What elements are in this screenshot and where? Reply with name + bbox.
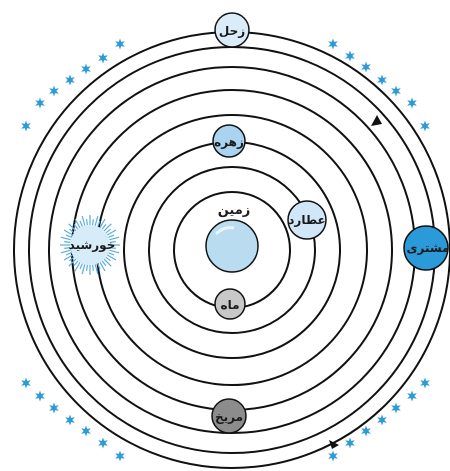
six-point-star-icon	[49, 86, 59, 97]
sun-ray	[106, 229, 111, 233]
six-point-star-icon	[65, 415, 75, 426]
six-point-star-icon	[345, 438, 355, 449]
mars: مریخ	[212, 399, 246, 433]
sun-ray	[109, 235, 115, 237]
six-point-star-icon	[81, 426, 91, 437]
sun-ray	[66, 253, 72, 255]
mars-label: مریخ	[215, 410, 243, 424]
sun-label: خورشید	[69, 238, 116, 253]
six-point-star-icon	[35, 98, 45, 109]
sun-ray	[87, 219, 88, 225]
earth: زمین	[206, 203, 258, 272]
six-point-star-icon	[391, 86, 401, 97]
sun: خورشید	[60, 215, 120, 275]
six-point-star-icon	[98, 438, 108, 449]
six-point-star-icon	[65, 75, 75, 86]
sun-ray	[106, 257, 111, 261]
sun-ray	[66, 235, 72, 237]
saturn-label: زحل	[219, 24, 245, 38]
six-point-star-icon	[328, 39, 338, 50]
arrowhead-icon	[371, 115, 382, 126]
six-point-star-icon	[81, 64, 91, 75]
moon-label: ماه	[220, 298, 239, 312]
six-point-star-icon	[115, 451, 125, 462]
sun-ray	[109, 253, 115, 255]
sun-ray	[74, 261, 78, 266]
mercury-label: عطارد	[288, 213, 325, 227]
six-point-star-icon	[98, 53, 108, 64]
venus-label: زهره	[214, 135, 244, 149]
mercury: عطارد	[288, 201, 326, 239]
sun-ray	[87, 265, 88, 271]
six-point-star-icon	[420, 378, 430, 389]
six-point-star-icon	[420, 121, 430, 132]
six-point-star-icon	[377, 75, 387, 86]
six-point-star-icon	[345, 51, 355, 62]
six-point-star-icon	[391, 403, 401, 414]
six-point-star-icon	[115, 39, 125, 50]
sun-ray	[95, 216, 98, 226]
six-point-star-icon	[21, 121, 31, 132]
six-point-star-icon	[49, 403, 59, 414]
sun-ray	[102, 224, 106, 229]
six-point-star-icon	[361, 62, 371, 73]
six-point-star-icon	[361, 426, 371, 437]
saturn: زحل	[215, 13, 249, 47]
six-point-star-icon	[35, 391, 45, 402]
six-point-star-icon	[21, 378, 31, 389]
sun-ray	[82, 216, 85, 226]
six-point-star-icon	[377, 415, 387, 426]
sun-ray	[74, 224, 78, 229]
earth-label: زمین	[218, 203, 251, 218]
venus: زهره	[213, 125, 245, 157]
six-point-star-icon	[407, 391, 417, 402]
sun-ray	[102, 261, 106, 266]
sun-ray	[80, 264, 82, 270]
sun-ray	[93, 219, 94, 225]
sun-ray	[82, 264, 85, 274]
sun-ray	[93, 265, 94, 271]
sun-ray	[80, 221, 82, 227]
six-point-star-icon	[328, 451, 338, 462]
jupiter: مشتری	[404, 226, 450, 270]
six-point-star-icon	[407, 98, 417, 109]
jupiter-label: مشتری	[406, 241, 449, 255]
moon: ماه	[215, 289, 245, 319]
